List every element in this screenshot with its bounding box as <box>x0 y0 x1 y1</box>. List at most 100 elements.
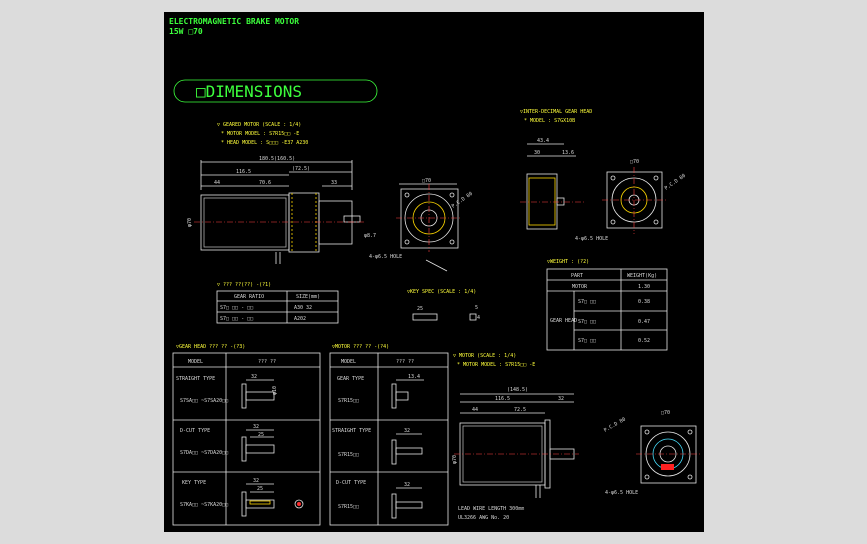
gh-row3-model: S7KA□□ ~S7KA20□□ <box>180 502 228 508</box>
ih-dim-13: 13.6 <box>562 150 574 156</box>
inter-head-title: ▽INTER-DECIMAL GEAR HEAD <box>520 109 592 115</box>
gr-row1-ratio: S7□ □□ - □□ <box>220 305 253 311</box>
dim-head-length: (72.5) <box>292 166 310 172</box>
dimensions-banner <box>173 79 378 103</box>
weight-sub-2: S7□ □□ <box>578 319 596 325</box>
dimensions-label: □DIMENSIONS <box>196 82 302 101</box>
drawing-sheet: ELECTROMAGNETIC BRAKE MOTOR 15W □70 □DIM… <box>164 12 704 532</box>
drawing-subtitle: 15W □70 <box>169 27 203 36</box>
ms-dim-32: 32 <box>558 396 564 402</box>
ms-lead-2: UL3266 AWG No. 20 <box>458 515 509 521</box>
weight-value-1: 0.38 <box>638 299 650 305</box>
geared-motor-title: ▽ GEARED MOTOR (SCALE : 1/4) <box>217 122 301 128</box>
mt-header-shaft: ??? ?? <box>396 359 414 365</box>
ms-dim-72: 72.5 <box>514 407 526 413</box>
ms-hole: 4-φ6.5 HOLE <box>605 490 638 496</box>
motor-side-view: (148.5) 116.5 32 44 72.5 φ70 LEAD WIRE L… <box>452 387 579 521</box>
geared-motor-model: * MOTOR MODEL : S7R15□□ -E <box>221 131 299 137</box>
weight-row-motor: MOTOR <box>572 284 588 290</box>
gearhead-table-title: ▽GEAR HEAD ??? ?? -(?3) <box>176 344 245 350</box>
cad-drawing: ELECTROMAGNETIC BRAKE MOTOR 15W □70 □DIM… <box>169 17 701 526</box>
gh-row2-model: S7DA□□ ~S7DA20□□ <box>180 450 228 456</box>
ms-square: □70 <box>661 410 670 416</box>
dim-phi70: φ70 <box>187 218 193 227</box>
front-pcd: P.C.D 80 <box>451 191 474 210</box>
weight-value-3: 0.52 <box>638 338 650 344</box>
gr-row2-ratio: S7□ □□ - □□ <box>220 316 253 322</box>
weight-table: PART WEIGHT(Kg) MOTOR 1.30 GEAR HEAD S7□… <box>546 268 668 351</box>
gr-header-ratio: GEAR RATIO <box>234 294 264 300</box>
gh-row2-d1: 32 <box>253 424 259 430</box>
mt-row2-type: STRAIGHT TYPE <box>332 428 371 434</box>
gr-header-size: SIZE(mm) <box>296 294 320 300</box>
inter-head-side-view: 43.4 30 13.6 <box>520 138 584 230</box>
mt-row1-type: GEAR TYPE <box>337 376 364 382</box>
ms-pcd: P.C.D 80 <box>603 416 627 433</box>
motor-table-title: ▽MOTOR ??? ?? -(?4) <box>332 344 389 350</box>
key-dim-5: 5 <box>475 305 478 311</box>
geared-motor-front-view: □70 4-φ6.5 HOLE P.C.D 80 <box>369 178 474 272</box>
gearhead-shaft-table: MODEL ??? ?? STRAIGHT TYPE S7SA□□ ~S7SA2… <box>172 352 321 526</box>
motor-shaft-table: MODEL ??? ?? GEAR TYPE S7R15□□ STRAIGHT … <box>329 352 449 526</box>
weight-sub-1: S7□ □□ <box>578 299 596 305</box>
gh-header-model: MODEL <box>188 359 203 365</box>
gh-row3-d2: 25 <box>257 486 263 492</box>
gh-row1-d1: 32 <box>251 374 257 380</box>
weight-title: ▽WEIGHT : (?2) <box>547 259 589 265</box>
key-spec-title: ▽KEY SPEC (SCALE : 1/4) <box>407 289 476 295</box>
geared-motor-head: * HEAD MODEL : S□□□ -E37 A230 <box>221 140 308 146</box>
ih-square-dim: □70 <box>630 159 639 165</box>
gh-header-shaft: ??? ?? <box>258 359 276 365</box>
mt-row3-type: D-CUT TYPE <box>336 480 366 486</box>
gr-row1-size: A30 32 <box>294 305 312 311</box>
weight-sub-3: S7□ □□ <box>578 338 596 344</box>
gh-row3-type: KEY TYPE <box>182 480 206 486</box>
dim-70-6: 70.6 <box>259 180 271 186</box>
mt-row1-d1: 13.4 <box>408 374 420 380</box>
weight-value-2: 0.47 <box>638 319 650 325</box>
mt-row1-model: S7R15□□ <box>338 398 359 404</box>
front-square-dim: □70 <box>422 178 431 184</box>
gear-ratio-table: GEAR RATIO SIZE(mm) S7□ □□ - □□ A30 32 S… <box>216 290 339 324</box>
front-hole-dim: 4-φ6.5 HOLE <box>369 254 402 260</box>
dim-body-length: 116.5 <box>236 169 251 175</box>
ms-lead-1: LEAD WIRE LENGTH 300mm <box>458 506 524 512</box>
motor-scale-model: * MOTOR MODEL : S7R15□□ -E <box>457 362 535 368</box>
weight-header-part: PART <box>571 273 583 279</box>
weight-row-motor-value: 1.30 <box>638 284 650 290</box>
mt-row3-model: S7R15□□ <box>338 504 359 510</box>
gr-row2-size: A202 <box>294 316 306 322</box>
gh-row2-d2: 25 <box>258 432 264 438</box>
mt-row2-d1: 32 <box>404 428 410 434</box>
dim-shaft: φ8.7 <box>364 233 376 239</box>
dim-overall-length: 180.5(160.5) <box>259 156 295 162</box>
mt-row2-model: S7R15□□ <box>338 452 359 458</box>
dim-33: 33 <box>331 180 337 186</box>
key-dim-25: 25 <box>417 306 423 312</box>
motor-front-view: □70 P.C.D 80 4-φ6.5 HOLE <box>603 410 701 496</box>
gh-row1-type: STRAIGHT TYPE <box>176 376 215 382</box>
ms-dim-total: (148.5) <box>507 387 528 393</box>
ih-hole: 4-φ6.5 HOLE <box>575 236 608 242</box>
ms-dim-44: 44 <box>472 407 478 413</box>
gh-row2-type: D-CUT TYPE <box>180 428 210 434</box>
motor-scale-title: ▽ MOTOR (SCALE : 1/4) <box>453 353 516 359</box>
mt-row3-d1: 32 <box>404 482 410 488</box>
mt-header-model: MODEL <box>341 359 356 365</box>
weight-row-gearhead: GEAR HEAD <box>550 318 577 324</box>
gear-ratio-title: ▽ ??? ??(??) -(?1) <box>217 282 271 288</box>
ms-dim-phi70: φ70 <box>452 455 458 464</box>
ih-pcd: P.C.D 80 <box>664 173 687 192</box>
dim-44: 44 <box>214 180 220 186</box>
ih-dim-30: 30 <box>534 150 540 156</box>
inter-head-model: * MODEL : S7GX10B <box>524 118 575 124</box>
gh-row1-model: S7SA□□ ~S7SA20□□ <box>180 398 228 404</box>
key-spec-drawing: 25 5 4 <box>412 305 480 321</box>
drawing-title: ELECTROMAGNETIC BRAKE MOTOR <box>169 17 299 26</box>
weight-header-weight: WEIGHT(Kg) <box>627 273 657 279</box>
geared-motor-side-view: 180.5(160.5) 116.5 (72.5) 44 70.6 33 φ70… <box>187 156 376 264</box>
ms-dim-body: 116.5 <box>495 396 510 402</box>
gh-row3-d1: 32 <box>253 478 259 484</box>
gh-row1-d2: φ10 <box>272 386 278 395</box>
inter-head-front-view: □70 P.C.D 80 4-φ6.5 HOLE <box>575 159 687 242</box>
